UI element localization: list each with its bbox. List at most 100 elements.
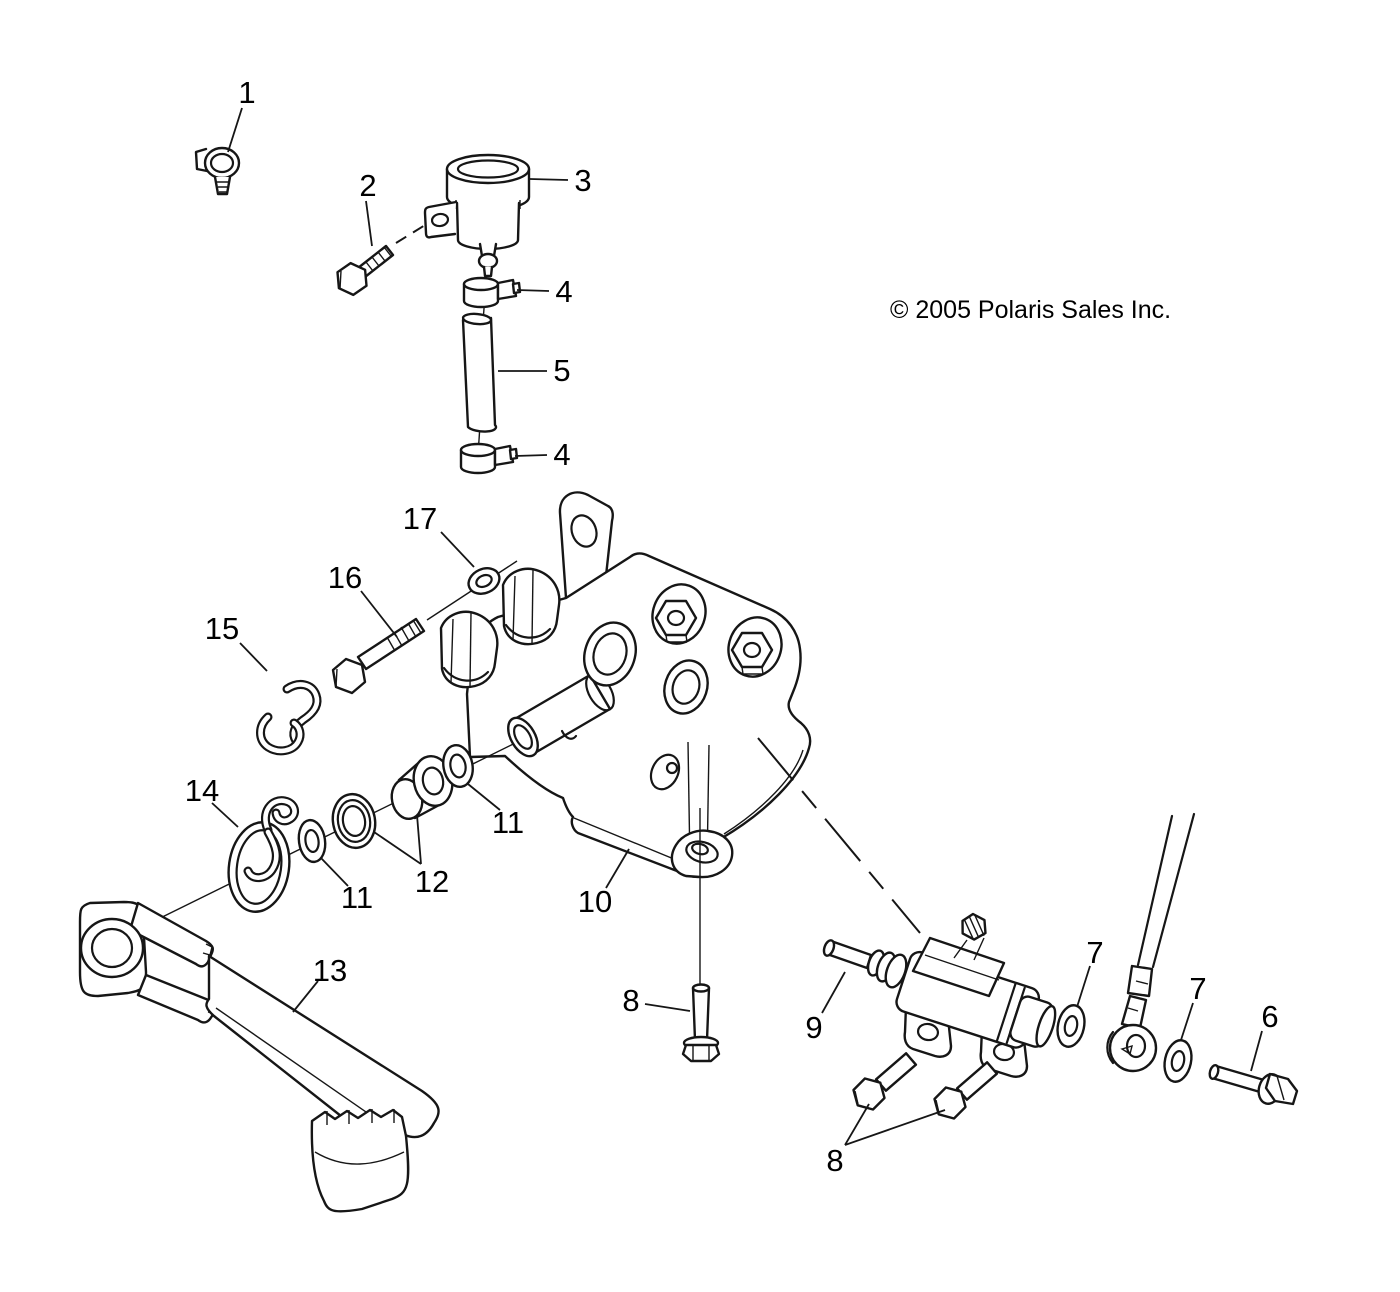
callout-1-leader-0-0 [227, 107, 243, 153]
callout-12-leader-11-0 [373, 831, 422, 865]
callout-7-leader-17-0 [1076, 965, 1091, 1008]
stud-nut-left [651, 583, 707, 645]
callout-label-16-7: 16 [328, 560, 362, 595]
callout-7-leader-18-0 [1180, 1002, 1194, 1041]
retainer-clip-right [501, 567, 561, 646]
mc-pushrod-end [822, 939, 836, 957]
callout-3-leader-2-0 [529, 178, 569, 181]
pivot-washer-outer [442, 743, 474, 789]
callout-label-11-10: 11 [341, 880, 373, 915]
bracket-teardrop-hole [649, 753, 681, 791]
callout-12-leader-11-1 [416, 814, 422, 865]
spacer-pin-bore [513, 724, 533, 750]
pivot-bushing-left [331, 792, 377, 850]
reservoir-cap-top-inner [456, 159, 520, 179]
callout-9-leader-16-0 [821, 971, 846, 1014]
callout-label-4-3: 4 [555, 274, 572, 309]
callout-15-leader-8-0 [239, 642, 268, 672]
bracket-inner-right-edge [723, 749, 804, 835]
reservoir-hose [461, 312, 498, 433]
callout-label-13-14: 13 [313, 953, 347, 988]
mc-piston-end [1035, 1004, 1057, 1048]
callout-8-leader-20-1 [844, 1109, 946, 1146]
master-cylinder [822, 912, 1057, 1078]
pivot-bolt [331, 617, 426, 695]
callout-label-1-0: 1 [238, 75, 255, 110]
reservoir-body [455, 201, 521, 251]
callout-label-5-4: 5 [553, 353, 570, 388]
foot-boss-inner [691, 842, 709, 856]
reservoir-nipple-tip [482, 265, 494, 278]
reservoir-cap-top [445, 153, 531, 185]
foot-bolt [681, 983, 721, 1063]
pedal-arm [205, 954, 440, 1139]
banjo-eye [1108, 1023, 1158, 1073]
pedal-boss-hole [90, 927, 134, 969]
reservoir [423, 153, 531, 278]
banjo-washer-right [1163, 1039, 1193, 1083]
bracket-tab-hole [570, 514, 598, 548]
callout-label-10-13: 10 [578, 884, 612, 919]
bracket-teardrop-notch [665, 761, 679, 775]
grommet-upper [583, 621, 637, 687]
callout-label-8-15: 8 [622, 983, 639, 1018]
reservoir-tab-hole [430, 212, 450, 228]
dashed-leader-1 [757, 737, 921, 934]
retainer-clip-left [439, 610, 499, 689]
brake-hose-banjo [1106, 812, 1196, 1073]
small-clamp [194, 146, 241, 196]
hose-clamp-lower [459, 442, 519, 475]
callout-label-14-9: 14 [185, 773, 219, 808]
mc-ear-left-hole [916, 1022, 940, 1042]
callout-11-leader-10-0 [320, 857, 349, 887]
callout-10-leader-13-0 [605, 848, 630, 889]
pivot-washer-inner [297, 818, 327, 864]
bracket-hardware [439, 567, 783, 758]
callout-label-3-2: 3 [574, 163, 591, 198]
callout-13-leader-14-0 [292, 980, 319, 1013]
callout-label-11-12: 11 [492, 805, 524, 840]
dashed-leader-0 [395, 221, 431, 244]
callout-4-leader-5-0 [514, 454, 548, 457]
pedal-pad-teeth [314, 1109, 405, 1165]
banjo-washer-left [1056, 1004, 1086, 1048]
callout-4-leader-3-0 [516, 289, 550, 292]
dashed-leader-lines [395, 221, 921, 934]
pedal-fork-lower [136, 973, 218, 1024]
banjo-eye-hole [1125, 1033, 1147, 1059]
spring-hook [256, 680, 322, 756]
hose-clamp-upper [462, 276, 522, 309]
reservoir-nipple-bulb [477, 252, 499, 270]
callout-14-leader-9-0 [211, 802, 239, 828]
bracket-flange-bend [573, 817, 687, 865]
mc-mount-bolt-left [852, 1052, 918, 1111]
callout-label-2-1: 2 [359, 168, 376, 203]
banjo-bolt [1208, 1063, 1299, 1106]
reservoir-tab [423, 200, 458, 239]
copyright-notice: © 2005 Polaris Sales Inc. [890, 296, 1171, 324]
callout-11-leader-12-0 [467, 783, 501, 811]
callout-label-4-5: 4 [553, 437, 570, 472]
return-spring [227, 796, 300, 913]
callout-8-leader-15-0 [644, 1003, 691, 1012]
mc-bleeder-plug [961, 912, 987, 941]
callout-label-7-18: 7 [1189, 971, 1206, 1006]
callout-2-leader-1-0 [365, 200, 373, 247]
pedal-pad [310, 1108, 410, 1213]
reservoir-bolt [336, 244, 395, 297]
brake-hose [1136, 812, 1196, 969]
callout-16-leader-7-0 [360, 590, 398, 638]
mc-boot-rib-3 [884, 953, 908, 989]
callout-label-8-20: 8 [826, 1143, 843, 1178]
callout-label-17-6: 17 [403, 501, 437, 536]
spacer-pin-nub [560, 729, 578, 740]
pivot-bolt-washer [467, 567, 501, 595]
callout-label-6-19: 6 [1261, 999, 1278, 1034]
callout-8-leader-20-0 [844, 1103, 870, 1146]
grommet-lower [663, 659, 709, 715]
pedal-arm-edge [215, 1007, 393, 1131]
brake-pedal [78, 900, 440, 1213]
